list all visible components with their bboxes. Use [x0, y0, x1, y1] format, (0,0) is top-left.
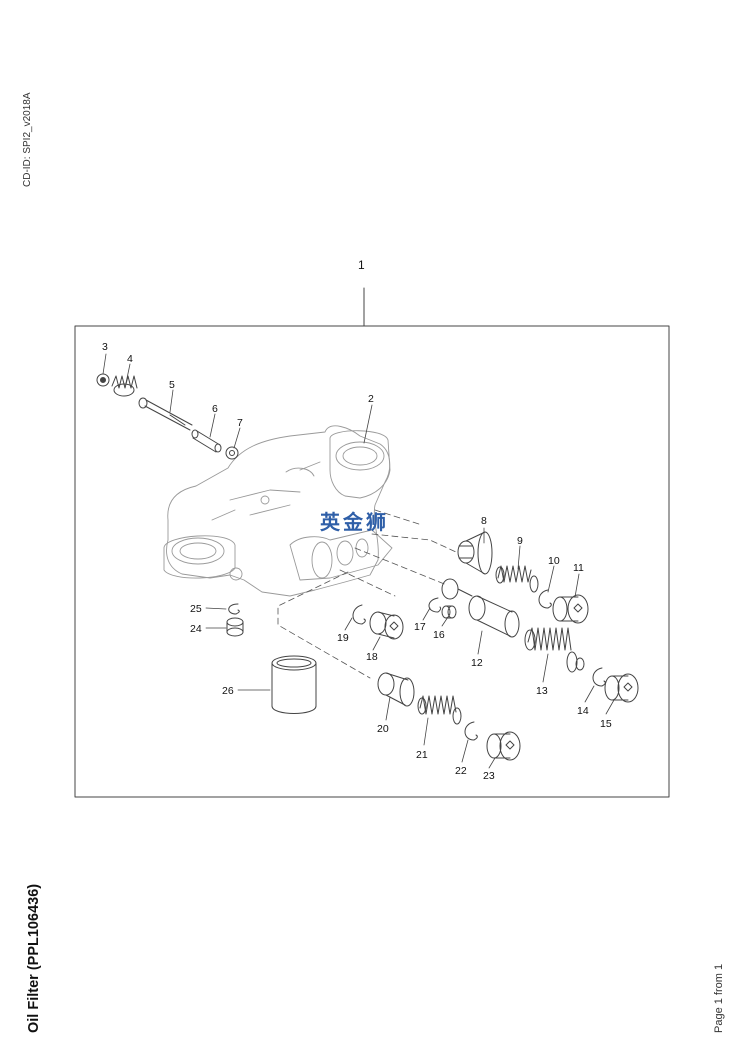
part-8-plunger: [457, 531, 493, 575]
part-4-spring: [111, 375, 138, 397]
callout-6: 6: [212, 403, 218, 415]
callout-19: 19: [337, 632, 349, 644]
callout-7: 7: [237, 417, 243, 429]
callout-16: 16: [433, 629, 445, 641]
callout-15: 15: [600, 718, 612, 730]
callout-2: 2: [368, 393, 374, 405]
part-9-spring: [495, 565, 539, 593]
part-12-piston: [441, 578, 520, 638]
callout-9: 9: [517, 535, 523, 547]
callout-26: 26: [222, 685, 234, 697]
callout-11: 11: [573, 562, 584, 574]
part-10-circlip: [538, 589, 552, 609]
part-5-long-pin: [138, 397, 193, 431]
callout-21: 21: [416, 749, 428, 761]
callout-20: 20: [377, 723, 389, 735]
callout-8: 8: [481, 515, 487, 527]
callout-23: 23: [483, 770, 495, 782]
valve-housing: [163, 425, 393, 597]
part-25-circlip: [228, 603, 240, 615]
part-6-sleeve: [191, 429, 222, 453]
centre-lines: [277, 509, 457, 679]
leader-lines: [102, 353, 615, 769]
part-13-spring: [524, 627, 585, 673]
callout-5: 5: [169, 379, 175, 391]
part-17-circlip: [428, 597, 442, 613]
callout-25: 25: [190, 603, 202, 615]
page-title: Oil Filter (PPL106436): [26, 883, 42, 1033]
callout-1: 1: [358, 258, 365, 272]
part-18-plug: [369, 611, 404, 640]
callout-18: 18: [366, 651, 378, 663]
callout-14: 14: [577, 705, 589, 717]
callout-24: 24: [190, 623, 202, 635]
callout-13: 13: [536, 685, 548, 697]
callout-4: 4: [127, 353, 133, 365]
watermark: 英金狮: [320, 510, 389, 534]
part-16-small-plug: [441, 605, 457, 619]
part-15-plug: [604, 673, 639, 703]
part-26-filter: [271, 655, 317, 714]
part-24-plug: [226, 617, 244, 637]
callout-10: 10: [548, 555, 560, 567]
part-22-circlip: [464, 721, 478, 741]
part-23-plug: [486, 731, 521, 761]
part-21-spring: [417, 695, 462, 725]
assembly-frame: [74, 325, 670, 798]
part-7-washer: [225, 446, 239, 460]
callout-22: 22: [455, 765, 467, 777]
part-19-circlip: [352, 604, 366, 625]
callout-12: 12: [471, 657, 483, 669]
callout-17: 17: [414, 621, 426, 633]
part-14-circlip: [592, 667, 606, 687]
callout-3: 3: [102, 341, 108, 353]
page-number: Page 1 from 1: [713, 963, 725, 1033]
part-20-plunger: [377, 672, 415, 707]
part-11-plug: [552, 594, 589, 624]
